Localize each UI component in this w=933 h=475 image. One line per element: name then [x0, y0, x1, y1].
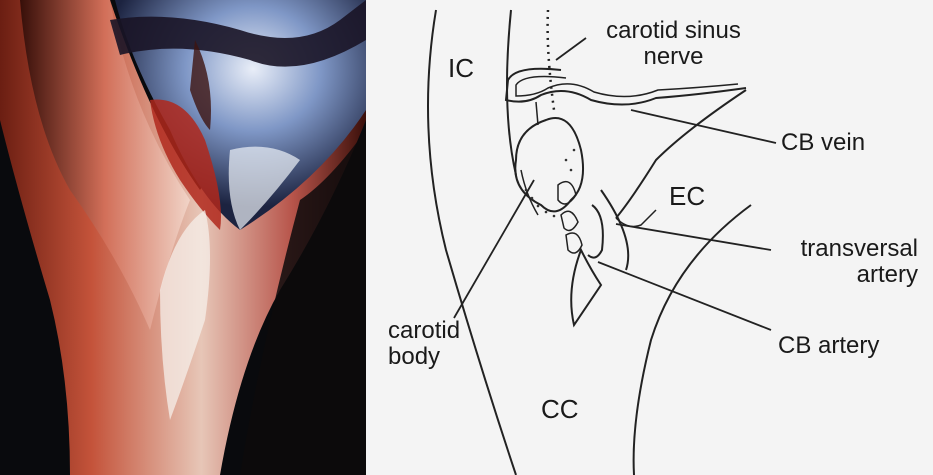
leader-carotid-body	[454, 180, 534, 318]
label-ec: EC	[669, 183, 705, 209]
label-transversal-artery-line2: artery	[778, 262, 918, 288]
label-carotid-body: carotid body	[388, 318, 460, 370]
label-cc: CC	[541, 396, 579, 422]
label-cb-artery: CB artery	[778, 333, 879, 359]
label-carotid-body-line2: body	[388, 344, 460, 370]
right-vessel-wall	[634, 205, 751, 475]
label-cb-vein: CB vein	[781, 130, 865, 156]
label-transversal-artery: transversal artery	[778, 236, 918, 288]
label-carotid-sinus-nerve-line1: carotid sinus	[586, 18, 761, 44]
leader-carotid-sinus-nerve	[556, 38, 586, 60]
leader-transversal-artery	[616, 224, 771, 250]
photo-image	[0, 0, 366, 475]
label-carotid-body-line1: carotid	[388, 318, 460, 344]
carotid-sinus-nerve	[548, 10, 554, 110]
label-carotid-sinus-nerve: carotid sinus nerve	[586, 18, 761, 70]
leader-cb-vein	[631, 110, 776, 143]
ec-wall	[601, 190, 628, 270]
transversal-artery-shape	[588, 205, 603, 258]
carotid-body-shape	[515, 118, 583, 211]
label-ic: IC	[448, 55, 474, 81]
label-carotid-sinus-nerve-line2: nerve	[586, 44, 761, 70]
carotid-bifurcation-diagram: IC EC CC carotid sinus nerve CB vein tra…	[366, 0, 933, 475]
carotid-bifurcation-photo	[0, 0, 366, 475]
cb-artery-wedge	[571, 250, 601, 325]
label-transversal-artery-line1: transversal	[778, 236, 918, 262]
ic-inner-wall	[507, 10, 516, 175]
